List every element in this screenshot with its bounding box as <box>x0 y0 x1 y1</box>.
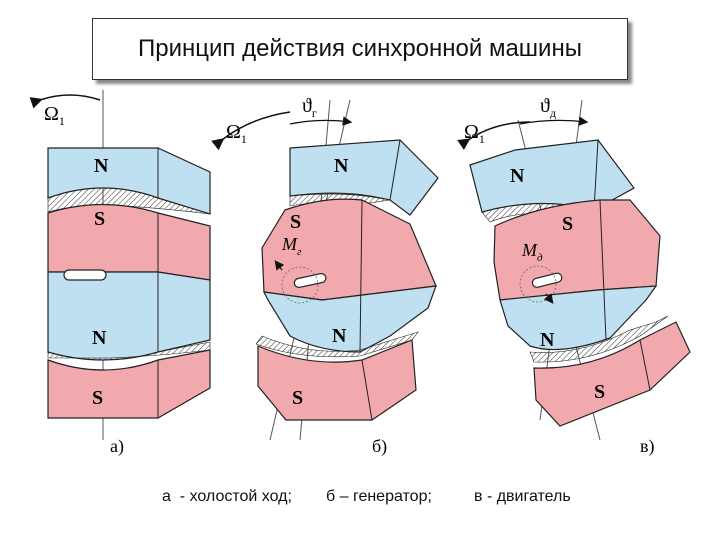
pole-label-n-rotor-a: N <box>92 327 107 349</box>
diagram-label-b: б) <box>372 436 387 457</box>
theta-label-b: ϑг <box>302 95 317 120</box>
pole-label-n-top-a: N <box>94 155 109 177</box>
stator-pole-s-bottom-a <box>47 349 211 419</box>
pole-label-n-rotor-c: N <box>540 329 555 351</box>
rotor-pole-s-c <box>493 199 661 301</box>
omega-label-b: Ω1 <box>226 121 247 146</box>
shaft-b <box>293 272 327 288</box>
slide-title-text: Принцип действия синхронной машины <box>138 35 582 62</box>
moment-arrow-c <box>543 293 554 304</box>
caption-c: в - двигатель <box>474 488 571 505</box>
angle-arrow-c <box>519 116 589 126</box>
pole-label-s-rotor-a: S <box>94 208 105 230</box>
theta-label-c: ϑд <box>540 95 556 120</box>
caption-b: б – генератор; <box>326 488 432 505</box>
rotor-pole-n-c <box>499 285 658 351</box>
angle-arrow-b <box>289 116 353 126</box>
slide-title: Принцип действия синхронной машины <box>92 18 628 80</box>
rotation-arrow-b <box>211 111 291 151</box>
pole-label-s-rotor-b: S <box>290 211 301 233</box>
pole-label-n-rotor-b: N <box>332 325 347 347</box>
diagram-c: Ω1 ϑд N S N Mд S в) <box>457 95 691 457</box>
moment-label-b: Mг <box>281 234 302 258</box>
omega-label-a: Ω1 <box>44 103 65 128</box>
pole-label-s-rotor-c: S <box>562 213 573 235</box>
rotation-arrow-a <box>29 94 101 109</box>
rotation-arrow-c <box>457 121 531 150</box>
pole-label-s-bottom-a: S <box>92 387 103 409</box>
pole-label-n-top-c: N <box>510 165 525 187</box>
stator-pole-s-bottom-b <box>257 339 417 421</box>
rotor-pole-s-a <box>47 203 211 281</box>
shaft-a <box>63 269 107 281</box>
rotor-pole-n-b <box>262 285 437 353</box>
moment-arrow-b <box>274 260 285 271</box>
pole-label-s-bottom-b: S <box>292 387 303 409</box>
diagram-a: Ω1 N S N S а) <box>29 90 211 457</box>
caption-a: а - холостой ход; <box>162 488 292 505</box>
stator-pole-s-bottom-c <box>533 321 691 427</box>
diagram-b: Ω1 ϑг N S N Mг S б) <box>211 95 439 457</box>
omega-label-c: Ω1 <box>464 121 485 146</box>
diagram-label-c: в) <box>640 436 655 457</box>
pole-label-s-bottom-c: S <box>594 381 605 403</box>
moment-label-c: Mд <box>521 240 543 264</box>
pole-label-n-top-b: N <box>334 155 349 177</box>
diagram-label-a: а) <box>110 436 124 457</box>
